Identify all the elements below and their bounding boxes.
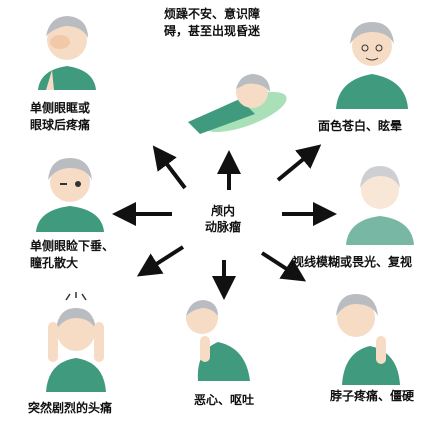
label-top-line1: 烦躁不安、意识障 bbox=[164, 7, 261, 21]
label-bottom: 恶心、呕吐 bbox=[194, 392, 254, 409]
arrow-lower-right bbox=[260, 251, 307, 282]
label-upper-left-line1: 单侧眼眶或 bbox=[30, 101, 91, 115]
figure-neck-pain bbox=[336, 294, 400, 385]
label-left-line1: 单侧眼睑下垂、 bbox=[30, 239, 115, 253]
figure-eye-pain bbox=[38, 16, 96, 90]
arrow-upper-right bbox=[276, 144, 322, 182]
figure-lying-unconscious bbox=[188, 74, 287, 134]
label-bottom-left: 突然剧烈的头痛 bbox=[28, 400, 112, 417]
label-right: 视线模糊或畏光、复视 bbox=[292, 254, 412, 271]
label-left-line2: 瞳孔散大 bbox=[30, 256, 79, 270]
label-upper-right-line1: 面色苍白、眩晕 bbox=[318, 119, 403, 133]
figure-pale-dizzy bbox=[336, 22, 408, 109]
figure-nausea bbox=[186, 300, 250, 381]
label-left: 单侧眼睑下垂、 瞳孔散大 bbox=[30, 238, 114, 272]
center-label: 颅内 动脉瘤 bbox=[193, 203, 253, 235]
arrow-upper-left bbox=[152, 145, 187, 190]
label-bottom-line1: 恶心、呕吐 bbox=[194, 393, 255, 407]
label-right-line1: 视线模糊或畏光、复视 bbox=[292, 255, 413, 269]
label-bottom-right: 脖子疼痛、僵硬 bbox=[330, 388, 414, 405]
label-upper-left-line2: 眼球后疼痛 bbox=[30, 118, 91, 132]
label-bottom-left-line1: 突然剧烈的头痛 bbox=[28, 401, 113, 415]
label-upper-right: 面色苍白、眩晕 bbox=[318, 118, 402, 135]
label-bottom-right-line1: 脖子疼痛、僵硬 bbox=[330, 389, 415, 403]
label-top-line2: 碍，甚至出现昏迷 bbox=[164, 24, 261, 38]
label-upper-left: 单侧眼眶或 眼球后疼痛 bbox=[30, 100, 90, 134]
center-label-line2: 动脉瘤 bbox=[204, 220, 241, 234]
figure-drooping-eyelid bbox=[36, 158, 104, 232]
figure-headache bbox=[46, 292, 106, 392]
figure-blurred-vision bbox=[346, 166, 414, 245]
center-label-line1: 颅内 bbox=[210, 204, 235, 218]
label-top: 烦躁不安、意识障 碍，甚至出现昏迷 bbox=[164, 6, 260, 40]
arrow-lower-left bbox=[136, 245, 185, 277]
